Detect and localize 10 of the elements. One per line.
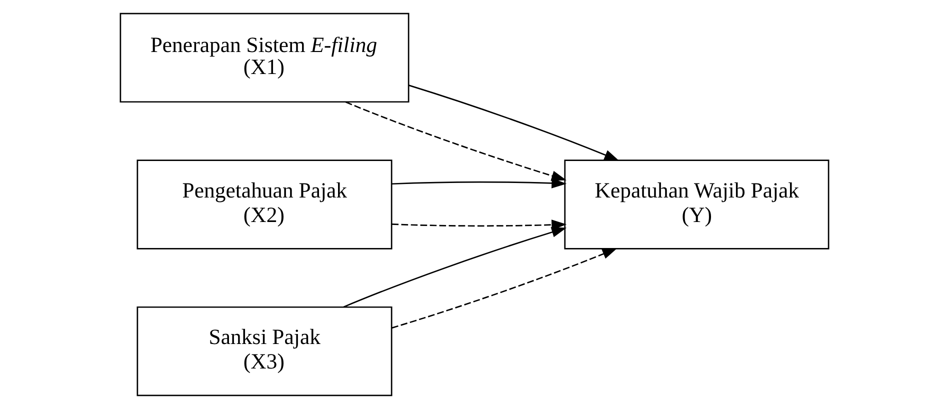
arrow (392, 220, 567, 230)
node-box: Pengetahuan Pajak (X2) (136, 160, 392, 250)
arrow (343, 227, 567, 308)
arrow (408, 84, 620, 161)
arrow (345, 101, 567, 181)
node-box: Sanksi Pajak (X3) (136, 306, 392, 396)
node-box: Kepatuhan Wajib Pajak (Y) (564, 160, 830, 250)
node-box: Penerapan Sistem E-filing (X1) (120, 12, 410, 103)
arrow (392, 178, 567, 188)
arrow (392, 248, 618, 329)
